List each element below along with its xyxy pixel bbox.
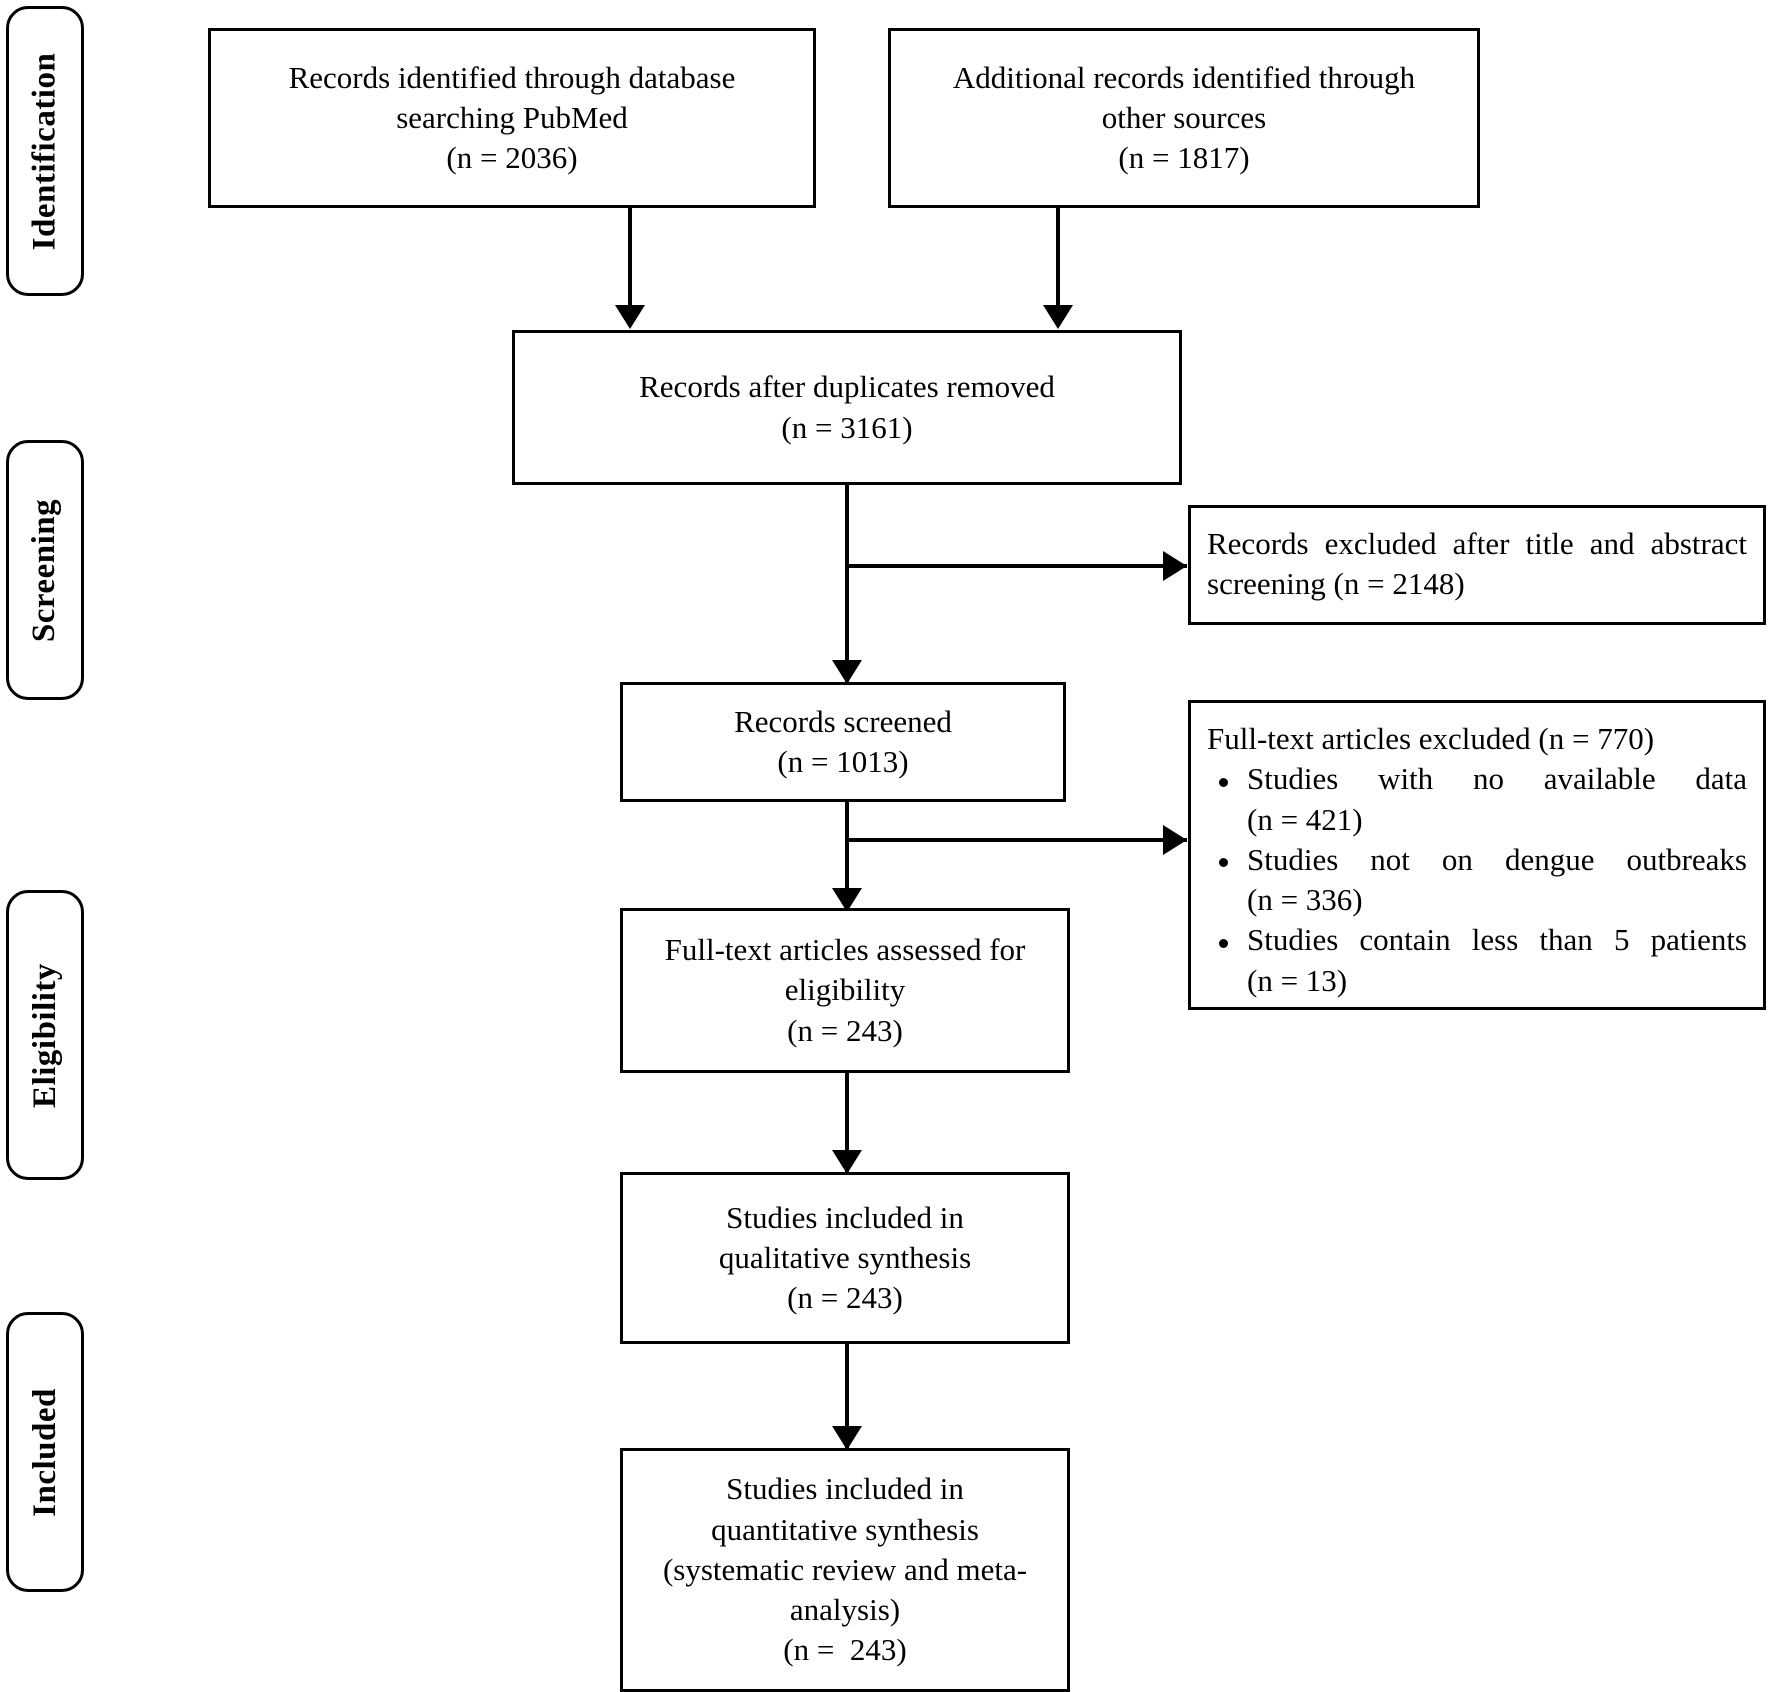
box-fulltext-articles-excluded: Full-text articles excluded (n = 770) St… [1188, 700, 1766, 1010]
stage-pill-identification: Identification [6, 6, 84, 296]
box-line: (n = 243) [783, 1632, 907, 1668]
box-line: Records screened [734, 703, 952, 739]
reason-label: Studies contain less than 5 patients [1247, 922, 1747, 958]
arrowhead-db-search [615, 305, 645, 329]
box-records-excluded-title-abstract: Records excluded after title and abstrac… [1188, 505, 1766, 625]
box-line: Full-text articles assessed for [664, 932, 1026, 968]
arrowhead-excluded-title-abstract [1163, 551, 1187, 581]
box-line: (n = 2036) [446, 140, 578, 176]
connector-screened-down [845, 802, 849, 912]
list-item: Studies not on dengue outbreaks (n = 336… [1207, 840, 1747, 921]
arrowhead-qualitative [832, 1150, 862, 1174]
bullet-dot-icon [1219, 939, 1228, 949]
box-line: (n = 3161) [781, 409, 913, 445]
excluded-title-abstract-text: Records excluded after title and abstrac… [1207, 526, 1747, 602]
box-line: (n = 243) [787, 1012, 903, 1048]
connector-db-search-down [628, 208, 632, 308]
box-records-identified-other-sources: Additional records identified through ot… [888, 28, 1480, 208]
box-line: eligibility [784, 972, 906, 1008]
connector-assessed-down [845, 1073, 849, 1173]
connector-other-sources-down [1056, 208, 1060, 308]
box-line: other sources [1101, 99, 1267, 135]
stage-pill-eligibility: Eligibility [6, 890, 84, 1180]
bullet-dot-icon [1219, 858, 1228, 868]
reason-count: (n = 421) [1247, 801, 1363, 837]
arrowhead-quantitative [832, 1426, 862, 1450]
reason-label: Studies with no available data [1247, 761, 1747, 797]
connector-screened-to-fulltext-excluded [845, 838, 1187, 842]
box-studies-qualitative-synthesis: Studies included in qualitative synthesi… [620, 1172, 1070, 1344]
box-fulltext-articles-assessed: Full-text articles assessed for eligibil… [620, 908, 1070, 1073]
stage-pill-included: Included [6, 1312, 84, 1592]
box-records-identified-database: Records identified through database sear… [208, 28, 816, 208]
reason-count: (n = 336) [1247, 882, 1363, 918]
box-line: (n = 243) [787, 1280, 903, 1316]
box-records-after-duplicates: Records after duplicates removed (n = 31… [512, 330, 1182, 485]
reason-label: Studies not on dengue outbreaks [1247, 841, 1747, 877]
box-records-screened: Records screened (n = 1013) [620, 682, 1066, 802]
box-line: quantitative synthesis [711, 1511, 979, 1547]
bullet-dot-icon [1219, 777, 1228, 787]
list-item: Studies contain less than 5 patients (n … [1207, 920, 1747, 1001]
box-line: Studies included in [726, 1199, 964, 1235]
reason-count: (n = 13) [1247, 962, 1348, 998]
box-line: qualitative synthesis [718, 1239, 972, 1275]
connector-duplicates-to-excluded [845, 564, 1187, 568]
box-line: searching PubMed [396, 99, 628, 135]
stage-label-screening: Screening [26, 498, 63, 642]
arrowhead-records-screened [832, 660, 862, 684]
box-line: Additional records identified through [952, 59, 1416, 95]
box-line: Studies included in [726, 1471, 964, 1507]
fulltext-excluded-reason-list: Studies with no available data (n = 421)… [1207, 759, 1747, 1001]
stage-label-identification: Identification [26, 52, 63, 250]
stage-label-included: Included [26, 1387, 63, 1517]
stage-label-eligibility: Eligibility [26, 962, 63, 1108]
box-line: (n = 1817) [1118, 140, 1250, 176]
box-line: analysis) [789, 1592, 901, 1628]
arrowhead-fulltext-excluded [1163, 825, 1187, 855]
connector-duplicates-down [845, 485, 849, 685]
fulltext-excluded-heading: Full-text articles excluded (n = 770) [1207, 721, 1655, 756]
list-item: Studies with no available data (n = 421) [1207, 759, 1747, 840]
connector-qualitative-down [845, 1344, 849, 1449]
box-line: Records identified through database [288, 59, 736, 95]
box-line: (n = 1013) [777, 744, 909, 779]
box-line: Records after duplicates removed [639, 369, 1055, 405]
box-line: (systematic review and meta- [662, 1551, 1028, 1587]
stage-pill-screening: Screening [6, 440, 84, 700]
arrowhead-other-sources [1043, 305, 1073, 329]
box-studies-quantitative-synthesis: Studies included in quantitative synthes… [620, 1448, 1070, 1692]
